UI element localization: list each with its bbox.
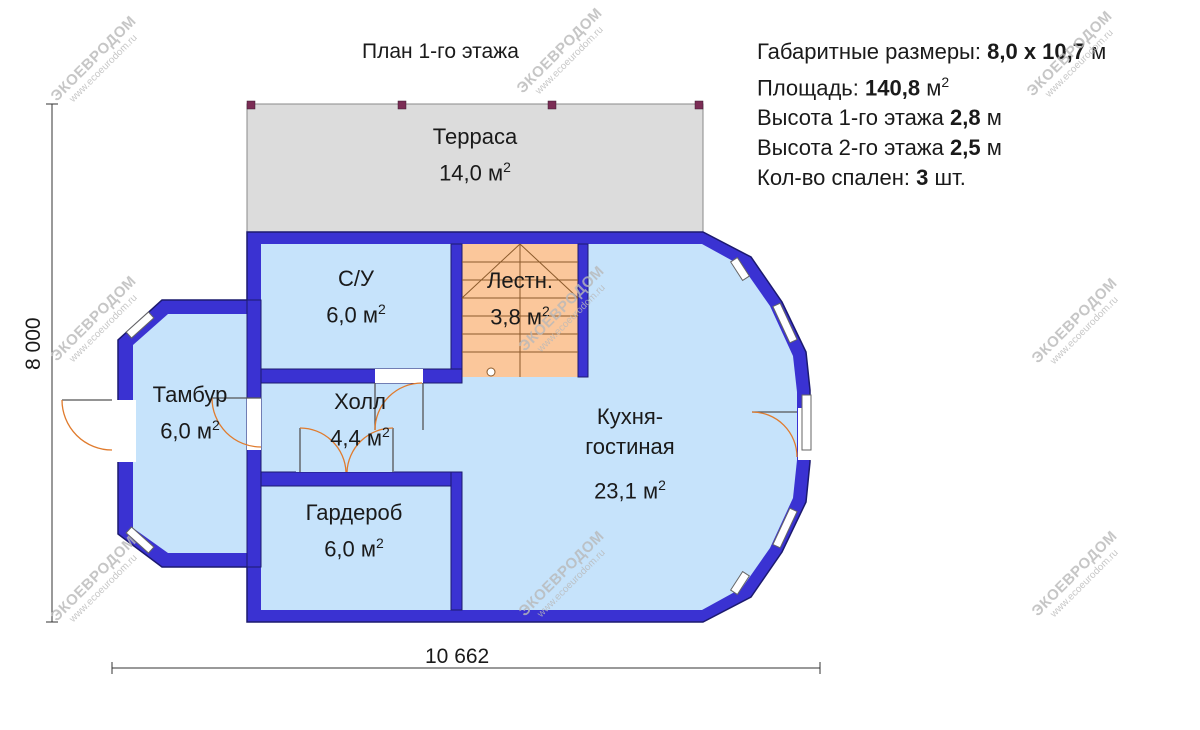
vestibule-name: Тамбур (152, 382, 228, 407)
bathroom-area-value: 6,0 м2 (326, 301, 386, 328)
bathroom-label: С/У 6,0 м2 (286, 264, 426, 330)
floor2-height-label: Высота 2-го этажа (757, 135, 944, 161)
dimensions-row: Габаритные размеры: 8,0 х 10,7 м (757, 37, 1106, 67)
stairs-name: Лестн. (486, 268, 553, 293)
vestibule-label: Тамбур 6,0 м2 (120, 380, 260, 446)
terrace-area (246, 103, 704, 237)
area-unit-superscript: 2 (941, 74, 950, 90)
terrace-posts (246, 100, 704, 110)
wardrobe-room (261, 486, 451, 610)
floor1-height-unit: м (986, 105, 1002, 131)
door-swings (61, 382, 798, 473)
dimension-lines (46, 103, 821, 674)
floor2-height-row: Высота 2-го этажа 2,5 м (757, 133, 1106, 163)
vestibule-area-value: 6,0 м2 (160, 417, 220, 444)
kitchen-name-line2: гостиная (585, 434, 675, 459)
floor1-height-label: Высота 1-го этажа (757, 105, 944, 131)
windows (125, 256, 812, 596)
plan-title: План 1-го этажа (362, 40, 519, 63)
dimensions-unit: м (1091, 39, 1107, 64)
area-label: Площадь: (757, 75, 859, 101)
staircase (461, 243, 579, 377)
bedrooms-label: Кол-во спален: (757, 165, 911, 191)
vestibule-room (133, 314, 247, 553)
terrace-label: Терраса 14,0 м2 (405, 122, 545, 188)
stairs-area-value: 3,8 м2 (490, 303, 550, 330)
bathroom-name: С/У (338, 266, 374, 291)
floor2-height-unit: м (986, 135, 1002, 161)
dimensions-value: 8,0 х 10,7 (987, 39, 1085, 64)
bathroom-room (261, 244, 451, 369)
area-unit: м (926, 75, 942, 101)
width-dimension: 10 662 (425, 645, 490, 668)
hall-label: Холл 4,4 м2 (300, 387, 420, 453)
bedrooms-row: Кол-во спален: 3 шт. (757, 163, 1106, 193)
area-row: Площадь: 140,8 м2 (757, 67, 1106, 103)
terrace-name: Терраса (432, 124, 518, 149)
dimensions-label: Габаритные размеры: (757, 39, 981, 64)
hall-area-value: 4,4 м2 (330, 424, 390, 451)
bedrooms-value: 3 (916, 165, 929, 191)
bedrooms-unit: шт. (934, 165, 966, 191)
hall-name: Холл (334, 389, 386, 414)
area-value: 140,8 (865, 75, 921, 101)
floor1-height-row: Высота 1-го этажа 2,8 м (757, 103, 1106, 133)
floor2-height-value: 2,5 (950, 135, 981, 161)
kitchen-area-value: 23,1 м2 (594, 477, 666, 504)
wardrobe-name: Гардероб (305, 500, 403, 525)
floor1-height-value: 2,8 (950, 105, 981, 131)
wardrobe-label: Гардероб 6,0 м2 (284, 498, 424, 564)
terrace-area-value: 14,0 м2 (439, 159, 511, 186)
kitchen-label: Кухня- гостиная 23,1 м2 (560, 402, 700, 506)
house-info: Габаритные размеры: 8,0 х 10,7 м Площадь… (757, 37, 1106, 193)
stairs-label: Лестн. 3,8 м2 (470, 266, 570, 332)
wardrobe-area-value: 6,0 м2 (324, 535, 384, 562)
kitchen-name: Кухня- (596, 404, 664, 429)
